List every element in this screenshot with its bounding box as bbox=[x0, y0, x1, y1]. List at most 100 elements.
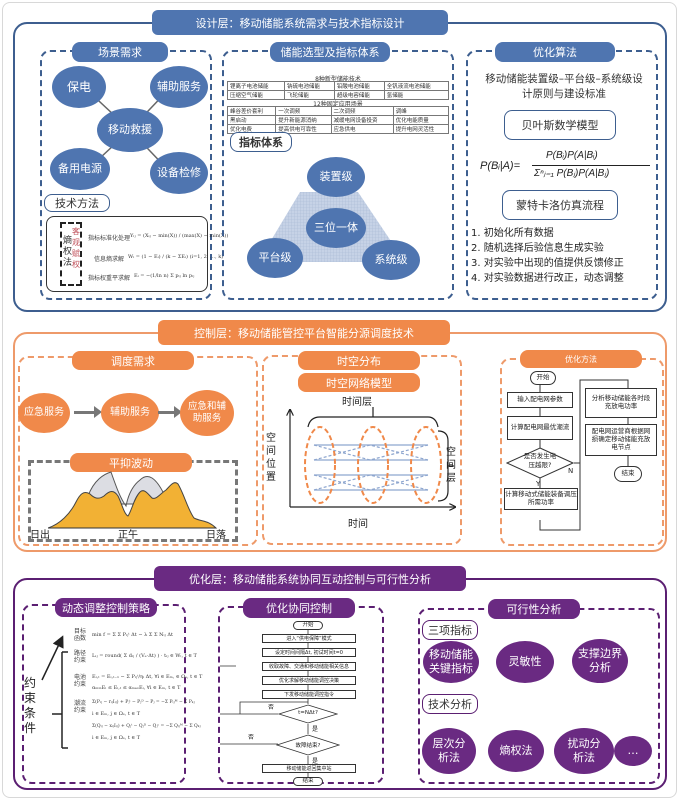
method-start: 开始 bbox=[530, 371, 556, 385]
feasibility-panel-title: 可行性分析 bbox=[488, 599, 580, 619]
cooperative-step: 设定时间间隔Δt, 初试时间t=0 bbox=[262, 648, 356, 657]
fluctuation-orange-area bbox=[48, 482, 218, 529]
method-no-label: N bbox=[568, 467, 574, 475]
strategy-label-path: 路径约束 bbox=[74, 650, 87, 664]
x-label-noon: 正午 bbox=[118, 530, 138, 541]
bayes-formula-numerator: P(Bᵢ)P(A|Bᵢ) bbox=[546, 150, 598, 161]
cooperative-yes-label-1: 是 bbox=[312, 726, 319, 733]
spatiotemporal-panel-title: 时空分布 bbox=[298, 351, 420, 370]
index-key-metrics: 移动储能关键指标 bbox=[423, 641, 479, 683]
monte-carlo-step: 1. 初始化所有数据 bbox=[471, 228, 554, 239]
table-cell: 二次调频 bbox=[330, 106, 394, 116]
entropy-formula-3-label: 指标权重平求解 bbox=[88, 275, 131, 282]
spatiotemporal-network bbox=[270, 407, 460, 515]
table-cell: 氢储能 bbox=[383, 90, 450, 100]
index-support-boundary: 支撑边界分析 bbox=[572, 639, 628, 683]
method-entropy: 熵权法 bbox=[488, 730, 544, 772]
index-sensitivity: 灵敏性 bbox=[496, 641, 554, 683]
bayes-formula: P(Bᵢ|A)= P(Bᵢ)P(A|Bᵢ) Σⁿⱼ₌₁ P(Bⱼ)P(A|Bⱼ) bbox=[480, 150, 650, 184]
method-end: 结束 bbox=[614, 466, 642, 482]
level-system: 系统级 bbox=[362, 240, 420, 280]
design-layer-title: 设计层：移动储能系统需求与技术指标设计 bbox=[152, 10, 448, 35]
dispatch-flow-emergency: 应急服务 bbox=[18, 393, 70, 433]
method-yes-label: Y bbox=[536, 480, 541, 488]
method-input: 输入配电网参数 bbox=[507, 392, 573, 408]
cooperative-no-label-2: 否 bbox=[248, 734, 255, 741]
entropy-formula-1: Yᵢⱼ = (Xᵢⱼ − min(X)) / (max(X) − min(X)) bbox=[130, 233, 229, 239]
method-perturbation: 扰动分析法 bbox=[554, 728, 614, 774]
strategy-label-battery: 电池约束 bbox=[74, 674, 87, 688]
table-cell: 减缓电网设备投资 bbox=[330, 115, 394, 125]
storage-tech-table: 锂离子电池储能 钠硫电池储能 铅酸电池储能 全钒液流电池储能 压缩空气储能 飞轮… bbox=[226, 81, 450, 100]
cooperative-final-step: 移动储能返回集中站 bbox=[262, 764, 356, 773]
time-axis-label: 时间 bbox=[348, 519, 368, 530]
bayes-formula-denominator: Σⁿⱼ₌₁ P(Bⱼ)P(A|Bⱼ) bbox=[534, 168, 610, 179]
scenario-node-auxiliary-service: 辅助服务 bbox=[150, 66, 208, 108]
table-cell: 应急供电 bbox=[330, 124, 394, 134]
dispatch-panel-title: 调度需求 bbox=[72, 351, 194, 370]
objective-weighting-label: 客观赋权 bbox=[72, 227, 80, 269]
entropy-formula-3: Eᵢ = −(1/ln n) Σ pᵢⱼ ln pᵢⱼ bbox=[134, 273, 195, 279]
tech-analysis-label: 技术分析 bbox=[422, 694, 478, 714]
bayes-model-label: 贝叶斯数学模型 bbox=[504, 110, 616, 140]
optimize-layer-title: 优化层：移动储能系统协同互动控制与可行性分析 bbox=[154, 566, 466, 591]
dispatch-flow-auxiliary: 辅助服务 bbox=[101, 393, 159, 433]
three-indices-label: 三项指标 bbox=[422, 620, 478, 640]
cooperative-no-label-1: 否 bbox=[268, 704, 275, 711]
arrow-right-icon bbox=[174, 406, 182, 418]
method-determine: 配电网运营商根据网损确定移动储能充放电节点 bbox=[585, 424, 657, 456]
table-row: 锂离子电池储能 钠硫电池储能 铅酸电池储能 全钒液流电池储能 bbox=[226, 81, 450, 91]
scenario-node-backup-power: 备用电源 bbox=[50, 148, 110, 190]
table-cell: 铅酸电池储能 bbox=[333, 81, 385, 91]
entropy-formula-1-label: 指标标准化处理 bbox=[88, 235, 131, 242]
table-cell: 提升新能源消纳 bbox=[275, 115, 332, 125]
cooperative-flow-connectors bbox=[220, 628, 309, 778]
strategy-formula-flow-4: i ∈ Eₘ, j ∈ Ωₛ, t ∈ T bbox=[92, 735, 141, 741]
method-decision-text: 是否发生电压越限? bbox=[523, 452, 557, 469]
table-cell: 提高供电可靠性 bbox=[275, 124, 332, 134]
entropy-method-label: 熵权法 bbox=[63, 236, 73, 268]
cooperative-end: 结束 bbox=[293, 777, 323, 786]
method-more: … bbox=[614, 736, 652, 766]
monte-carlo-label: 蒙特卡洛仿真流程 bbox=[502, 190, 618, 220]
strategy-label-objective: 目标函数 bbox=[74, 628, 87, 642]
cooperative-decision-2 bbox=[276, 734, 340, 756]
monte-carlo-step: 3. 对实验中出现的值提供反馈修正 bbox=[471, 258, 624, 269]
algorithm-panel-title: 优化算法 bbox=[495, 42, 615, 62]
scene-table-caption: 12种固定应用场景 bbox=[313, 101, 363, 108]
scenario-panel-title: 场景需求 bbox=[72, 42, 168, 62]
entropy-method-box bbox=[46, 216, 208, 292]
storage-panel-title: 储能选型及指标体系 bbox=[270, 42, 390, 62]
table-row: 峰谷差价套利 一次调频 二次调频 调峰 bbox=[226, 106, 450, 116]
time-layer-label: 时间层 bbox=[342, 397, 372, 408]
x-label-sunset: 日落 bbox=[206, 530, 226, 541]
arrow-right-icon bbox=[158, 411, 176, 414]
dispatch-flow-emergency-and-auxiliary: 应急和辅助服务 bbox=[180, 390, 234, 436]
fluctuation-chart bbox=[48, 471, 218, 529]
table-cell: 锂离子电池储能 bbox=[226, 81, 286, 91]
design-principle-text: 移动储能装置级–平台级–系统级设计原则与建设标准 bbox=[485, 73, 643, 100]
cooperative-decision-2-text: 故障结束? bbox=[295, 743, 321, 749]
spatiotemporal-model-label: 时空网络模型 bbox=[298, 373, 420, 392]
strategy-panel-title: 动态调整控制策略 bbox=[55, 598, 157, 617]
tech-method-label: 技术方法 bbox=[44, 194, 110, 212]
monte-carlo-step: 2. 随机选择后验信息生成实验 bbox=[471, 243, 604, 254]
smoothing-panel-title: 平抑波动 bbox=[70, 453, 192, 472]
space-position-label: 空间位置 bbox=[266, 433, 276, 483]
cooperative-step: 收取故障、交通和移动储能相关信息 bbox=[262, 662, 356, 671]
strategy-formula-flow-3: Σ(Qᵢⱼ − xᵢⱼIᵢⱼ) + Qⱼᵗ − Qⱼᴰ − Qⱼᶜ = −Σ Q… bbox=[92, 724, 201, 729]
tech-table-caption: 8种新型储能技术 bbox=[315, 76, 361, 83]
method-calc-flow: 计算配电网最优潮流 bbox=[507, 416, 573, 440]
x-label-sunrise: 日出 bbox=[30, 530, 50, 541]
monte-carlo-step: 4. 对实验数据进行改正，动态调整 bbox=[471, 273, 624, 284]
level-three-in-one: 三位一体 bbox=[306, 208, 366, 248]
scenario-node-equipment-maintenance: 设备检修 bbox=[150, 152, 208, 194]
cooperative-decision-1 bbox=[278, 704, 338, 724]
method-analyze: 分析移动储能各时段充放电功率 bbox=[585, 388, 657, 418]
table-row: 黑启动 提升新能源消纳 减缓电网设备投资 优化电能质量 bbox=[226, 115, 450, 125]
scenario-node-mobile-rescue: 移动救援 bbox=[97, 108, 163, 152]
table-cell: 压缩空气储能 bbox=[226, 90, 286, 100]
cooperative-panel-title: 优化协同控制 bbox=[243, 598, 355, 618]
strategy-formula-path: Lᵢⱼ = round( Σ dᵢⱼ / (Vₑ·Δt) ) · tᵢⱼ ∈ W… bbox=[92, 653, 197, 659]
